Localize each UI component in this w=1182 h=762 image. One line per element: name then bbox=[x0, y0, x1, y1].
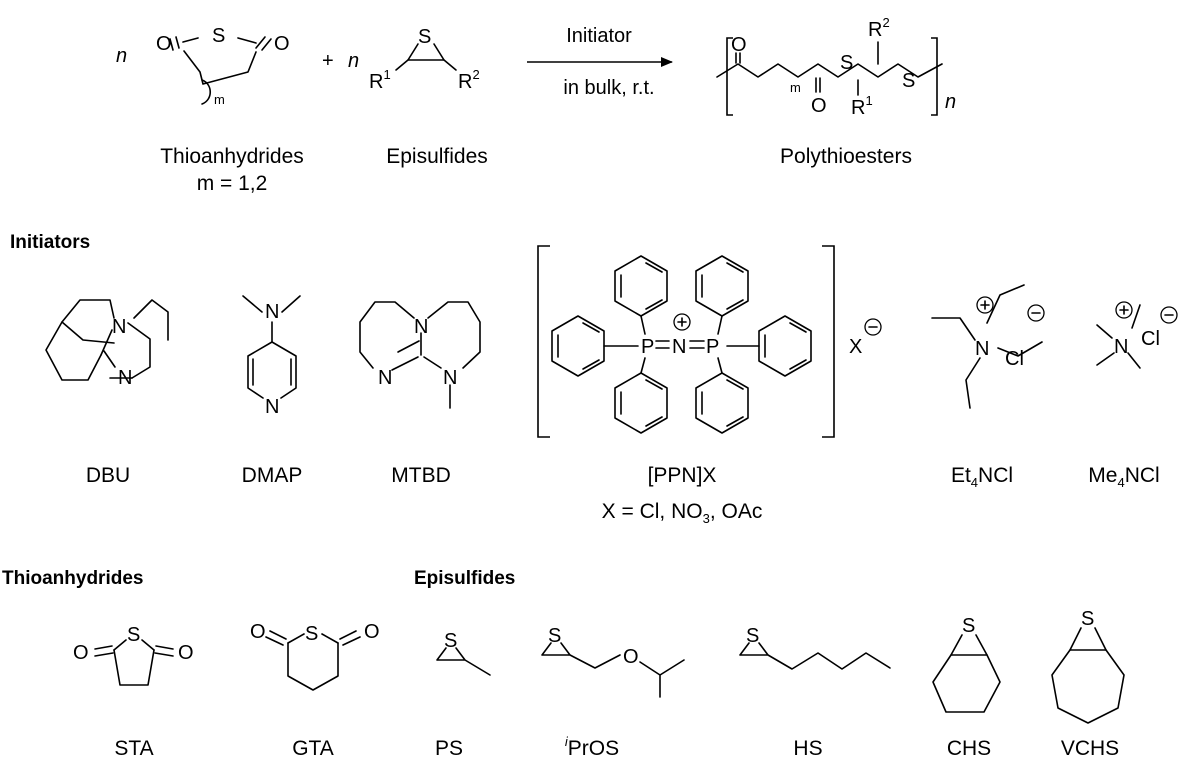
me4ncl-structure: N Cl bbox=[1096, 301, 1178, 369]
label-chs: CHS bbox=[947, 737, 991, 760]
chs-structure: S bbox=[932, 615, 1001, 713]
label-hs: HS bbox=[793, 737, 822, 760]
counterion-x: X bbox=[849, 336, 862, 358]
stoich-n-1: n bbox=[116, 45, 127, 67]
gta-structure: S O O bbox=[250, 621, 380, 691]
dmap-structure: N N bbox=[242, 295, 301, 418]
label-r1: R1 bbox=[369, 67, 391, 93]
atom-o: O bbox=[156, 33, 172, 55]
label-r1: R1 bbox=[851, 93, 873, 119]
subscript-m: m bbox=[790, 80, 801, 95]
atom-n: N bbox=[378, 367, 392, 389]
mtbd-structure: N N N bbox=[359, 301, 481, 409]
label-episulfides: Episulfides bbox=[386, 145, 488, 168]
atom-s: S bbox=[418, 26, 431, 48]
label-gta: GTA bbox=[292, 737, 334, 760]
atom-cl: Cl bbox=[1141, 328, 1160, 350]
label-dmap: DMAP bbox=[242, 464, 303, 487]
atom-p: P bbox=[706, 336, 719, 358]
label-et4ncl: Et4NCl bbox=[951, 464, 1013, 490]
atom-n: N bbox=[118, 367, 132, 389]
header-thioanhydrides: Thioanhydrides bbox=[2, 568, 143, 589]
atom-o: O bbox=[178, 642, 194, 664]
label-me4ncl: Me4NCl bbox=[1088, 464, 1159, 490]
ps-structure: S bbox=[436, 630, 491, 676]
atom-s: S bbox=[127, 624, 140, 646]
label-dbu: DBU bbox=[86, 464, 130, 487]
header-initiators: Initiators bbox=[10, 232, 90, 253]
atom-n: N bbox=[672, 336, 686, 358]
atom-s: S bbox=[444, 630, 457, 652]
sta-structure: S O O bbox=[73, 624, 194, 686]
atom-o: O bbox=[811, 95, 827, 117]
reaction-equation: n O S O m + n S R1 R2 Initiator in bulk,… bbox=[116, 15, 956, 195]
label-polythioesters: Polythioesters bbox=[780, 145, 912, 168]
label-r2: R2 bbox=[868, 15, 890, 41]
plus-sign: + bbox=[322, 50, 334, 72]
et4ncl-structure: N Cl bbox=[931, 284, 1045, 409]
atom-n: N bbox=[975, 338, 989, 360]
atom-p: P bbox=[641, 336, 654, 358]
label-thioanhydrides: Thioanhydrides bbox=[160, 145, 304, 168]
hs-structure: S bbox=[739, 625, 891, 670]
header-episulfides: Episulfides bbox=[414, 568, 515, 589]
atom-s: S bbox=[840, 52, 853, 74]
atom-s: S bbox=[902, 70, 915, 92]
atom-o: O bbox=[623, 646, 639, 668]
atom-s: S bbox=[212, 25, 225, 47]
dbu-structure: N N bbox=[45, 299, 169, 389]
ppn-structure: P N P bbox=[537, 245, 835, 438]
atom-n: N bbox=[414, 316, 428, 338]
iPrOS-structure: S O bbox=[541, 625, 685, 698]
label-ps: PS bbox=[435, 737, 463, 760]
atom-s: S bbox=[548, 625, 561, 647]
atom-s: S bbox=[746, 625, 759, 647]
polythioester-structure: O O S S m R1 R2 n bbox=[716, 15, 956, 119]
label-ppnx-anions: X = Cl, NO3, OAc bbox=[602, 500, 763, 526]
arrow-label-bottom: in bulk, r.t. bbox=[563, 77, 654, 99]
episulfide-generic-structure: S R1 R2 bbox=[369, 26, 480, 93]
atom-n: N bbox=[112, 316, 126, 338]
atom-cl: Cl bbox=[1005, 348, 1024, 370]
atom-o: O bbox=[274, 33, 290, 55]
atom-o: O bbox=[250, 621, 266, 643]
atom-n: N bbox=[1114, 336, 1128, 358]
atom-s: S bbox=[1081, 608, 1094, 630]
atom-s: S bbox=[962, 615, 975, 637]
atom-s: S bbox=[305, 623, 318, 645]
arrow-label-top: Initiator bbox=[566, 25, 632, 47]
label-m-values: m = 1,2 bbox=[197, 172, 268, 195]
subscript-m: m bbox=[214, 92, 225, 107]
label-ppnx: [PPN]X bbox=[648, 464, 717, 487]
label-mtbd: MTBD bbox=[391, 464, 451, 487]
atom-n: N bbox=[265, 396, 279, 418]
stoich-n-2: n bbox=[348, 50, 359, 72]
label-iPrOS: iPrOS bbox=[565, 734, 619, 760]
atom-o: O bbox=[364, 621, 380, 643]
label-r2: R2 bbox=[458, 67, 480, 93]
label-vchs: VCHS bbox=[1061, 737, 1119, 760]
vchs-structure: S bbox=[1051, 608, 1125, 724]
atom-o: O bbox=[73, 642, 89, 664]
atom-n: N bbox=[443, 367, 457, 389]
repeat-n: n bbox=[945, 91, 956, 113]
label-sta: STA bbox=[114, 737, 153, 760]
thioanhydride-generic-structure: O S O m bbox=[156, 25, 290, 107]
atom-o: O bbox=[731, 34, 747, 56]
atom-n: N bbox=[265, 301, 279, 323]
